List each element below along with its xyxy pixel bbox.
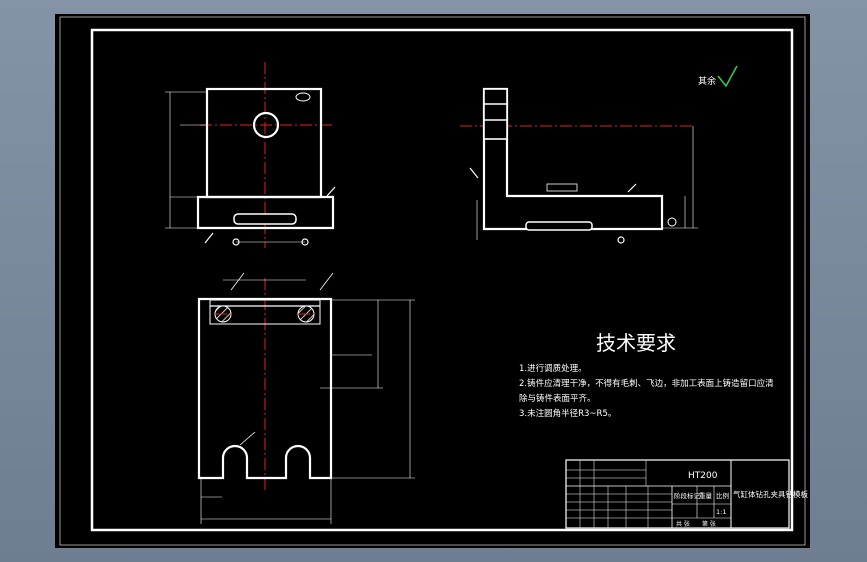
surface-check-icon <box>717 65 738 88</box>
technical-requirements: 技术要求 1.进行调质处理。 2.铸件应清理干净，不得有毛刺、飞边，非加工表面上… <box>519 331 774 419</box>
scale-value: 1:1 <box>716 508 726 516</box>
weight-label: 重量 <box>699 492 713 500</box>
drawing-border <box>90 28 794 532</box>
side-view <box>460 87 698 244</box>
sheet-count-label: 共 张 <box>676 520 690 528</box>
tech-req-item-3: 除与铸件表面平齐。 <box>519 393 596 404</box>
outer-border <box>59 16 806 546</box>
front-view <box>165 62 336 248</box>
tech-req-title: 技术要求 <box>596 331 676 355</box>
top-view <box>197 272 415 524</box>
surface-roughness-note: 其余 <box>698 65 738 88</box>
stage-label: 阶段标记 <box>674 491 701 500</box>
tech-req-item-1: 1.进行调质处理。 <box>519 363 587 374</box>
drawing-number: HT200 <box>688 471 718 481</box>
title-block: HT200 气缸体钻孔夹具钻模板 阶段标记 重量 比例 1:1 共 张 第 张 <box>565 459 808 529</box>
surface-note-label: 其余 <box>698 75 716 87</box>
part-name: 气缸体钻孔夹具钻模板 <box>733 489 808 499</box>
scale-label: 比例 <box>716 491 729 500</box>
tech-req-item-4: 3.未注圆角半径R3~R5。 <box>519 408 616 419</box>
tech-req-item-2: 2.铸件应清理干净，不得有毛刺、飞边，非加工表面上铸造留口应清 <box>519 378 774 389</box>
drawing-sheet <box>55 14 810 548</box>
sheet-number-label: 第 张 <box>702 520 716 528</box>
